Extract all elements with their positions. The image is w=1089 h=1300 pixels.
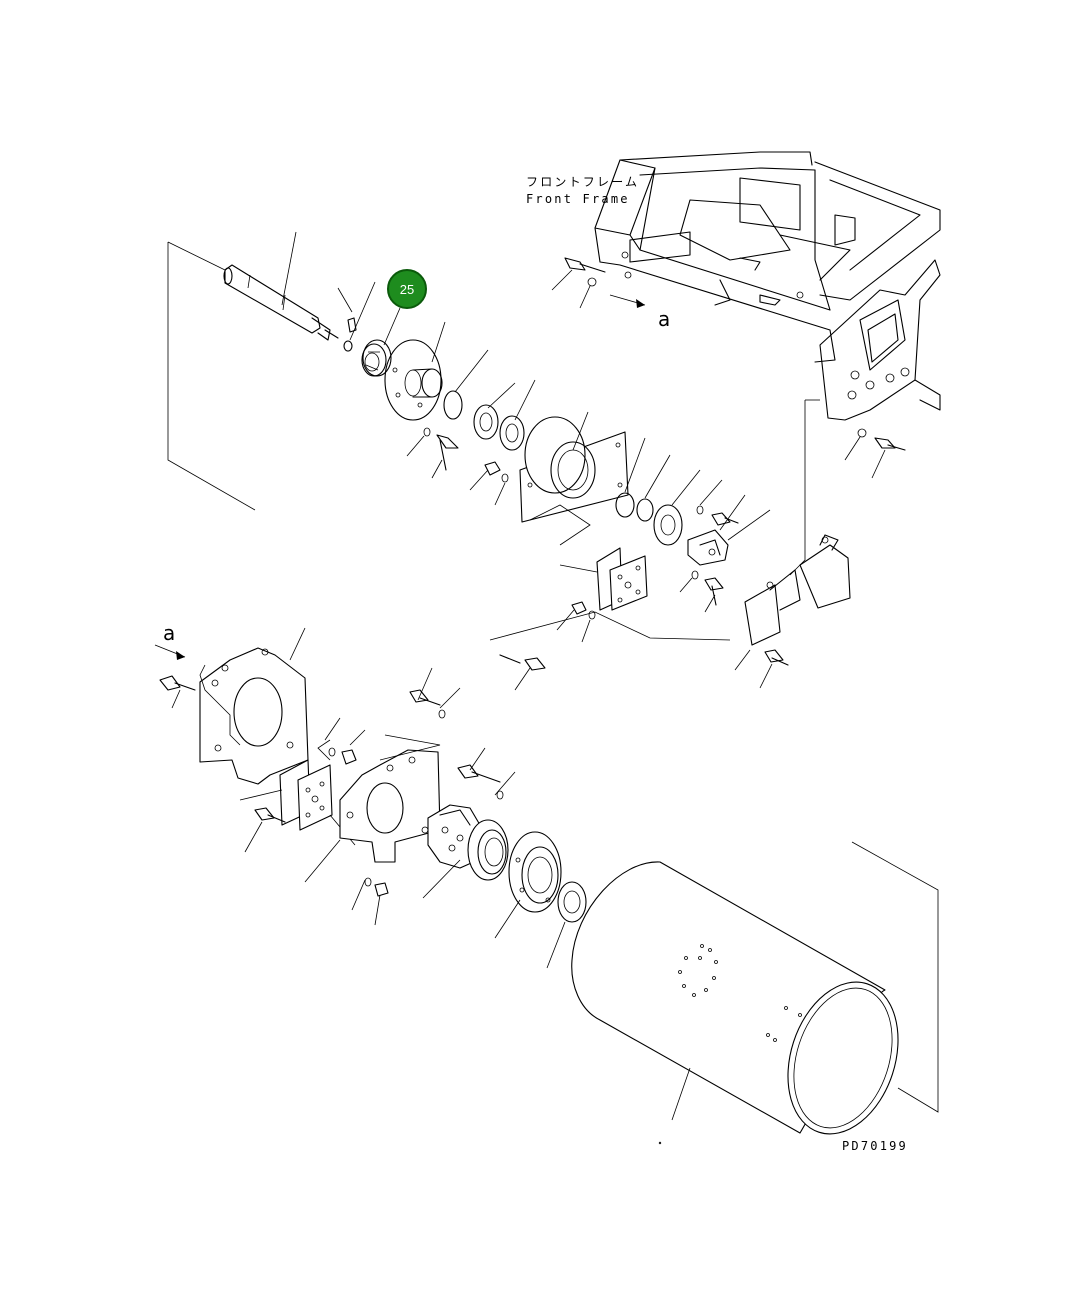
- view-a-label-top: a: [658, 307, 670, 331]
- drawing-number: PD70199: [842, 1139, 908, 1153]
- assembly-bracket-upper: [167, 242, 256, 511]
- front-frame: [551, 151, 941, 479]
- valve-block: [687, 509, 771, 566]
- rubber-mount-upper: [529, 504, 648, 611]
- seal-flange: [653, 469, 701, 546]
- view-a-label-left: a: [163, 621, 175, 645]
- adapter-flange: [494, 831, 562, 939]
- hydraulic-motor: [351, 804, 509, 926]
- drive-shaft: [223, 231, 339, 341]
- bolt-lower-left: [244, 807, 286, 853]
- washer-bolt-set-1: [406, 427, 459, 479]
- view-a-arrow-top: a: [609, 294, 670, 331]
- small-pin: [343, 281, 376, 352]
- washer-bolt-set-3: [679, 570, 724, 613]
- callout-number: 25: [400, 282, 414, 297]
- bolt-left-plate: [159, 675, 196, 709]
- bolt-washer-motor-top: [409, 667, 461, 719]
- nut-washer-set-2: [556, 601, 596, 643]
- rubber-mount-lower: [239, 759, 356, 846]
- bolt-lower-mid: [489, 611, 731, 691]
- roller-drum: [571, 841, 939, 1145]
- washer-bolt-set-2: [696, 479, 746, 531]
- callout-25[interactable]: 25: [387, 269, 427, 309]
- view-a-arrow-left: [154, 644, 186, 660]
- flange-disc: [384, 321, 446, 421]
- motor-mount-plate: [304, 734, 441, 883]
- coupling-part-25: [361, 307, 401, 377]
- snap-ring-upper: [443, 349, 489, 420]
- washer-nut-set-lower-1: [317, 717, 366, 765]
- bearing-pair: [473, 379, 536, 451]
- bolt-washer-motor-right: [457, 747, 516, 800]
- nut-washer-set-1: [469, 461, 509, 506]
- shaft-key: [337, 287, 357, 333]
- front-frame-label-en: Front Frame: [526, 192, 630, 206]
- bolt-bracket-right: [759, 649, 789, 689]
- support-bracket-right: [734, 534, 851, 671]
- snap-ring-pair-lower: [615, 437, 671, 522]
- bearing-housing: [519, 411, 629, 523]
- coupling-lower: [546, 881, 587, 969]
- drive-plate-left: [199, 627, 309, 785]
- drum-bolt-circle: [678, 944, 718, 997]
- front-frame-label-jp: フロントフレーム: [526, 175, 639, 189]
